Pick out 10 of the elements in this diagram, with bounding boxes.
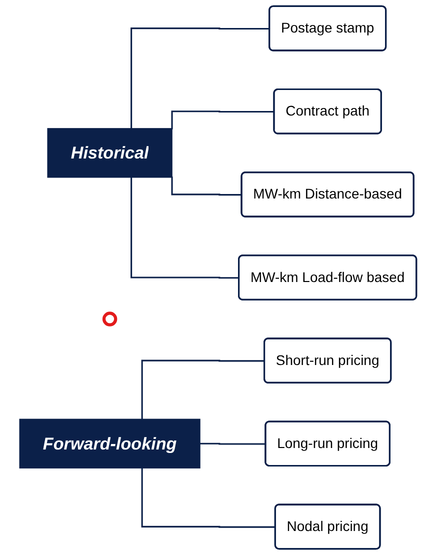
node-ellipse	[102, 312, 118, 326]
connector	[130, 177, 240, 279]
connector	[171, 176, 242, 196]
connector	[141, 360, 265, 420]
connector	[141, 468, 276, 528]
node-box: Historical	[47, 128, 172, 178]
node-box: Forward-looking	[19, 418, 200, 468]
connector	[199, 442, 266, 445]
connector	[130, 28, 270, 128]
connector	[171, 110, 274, 130]
